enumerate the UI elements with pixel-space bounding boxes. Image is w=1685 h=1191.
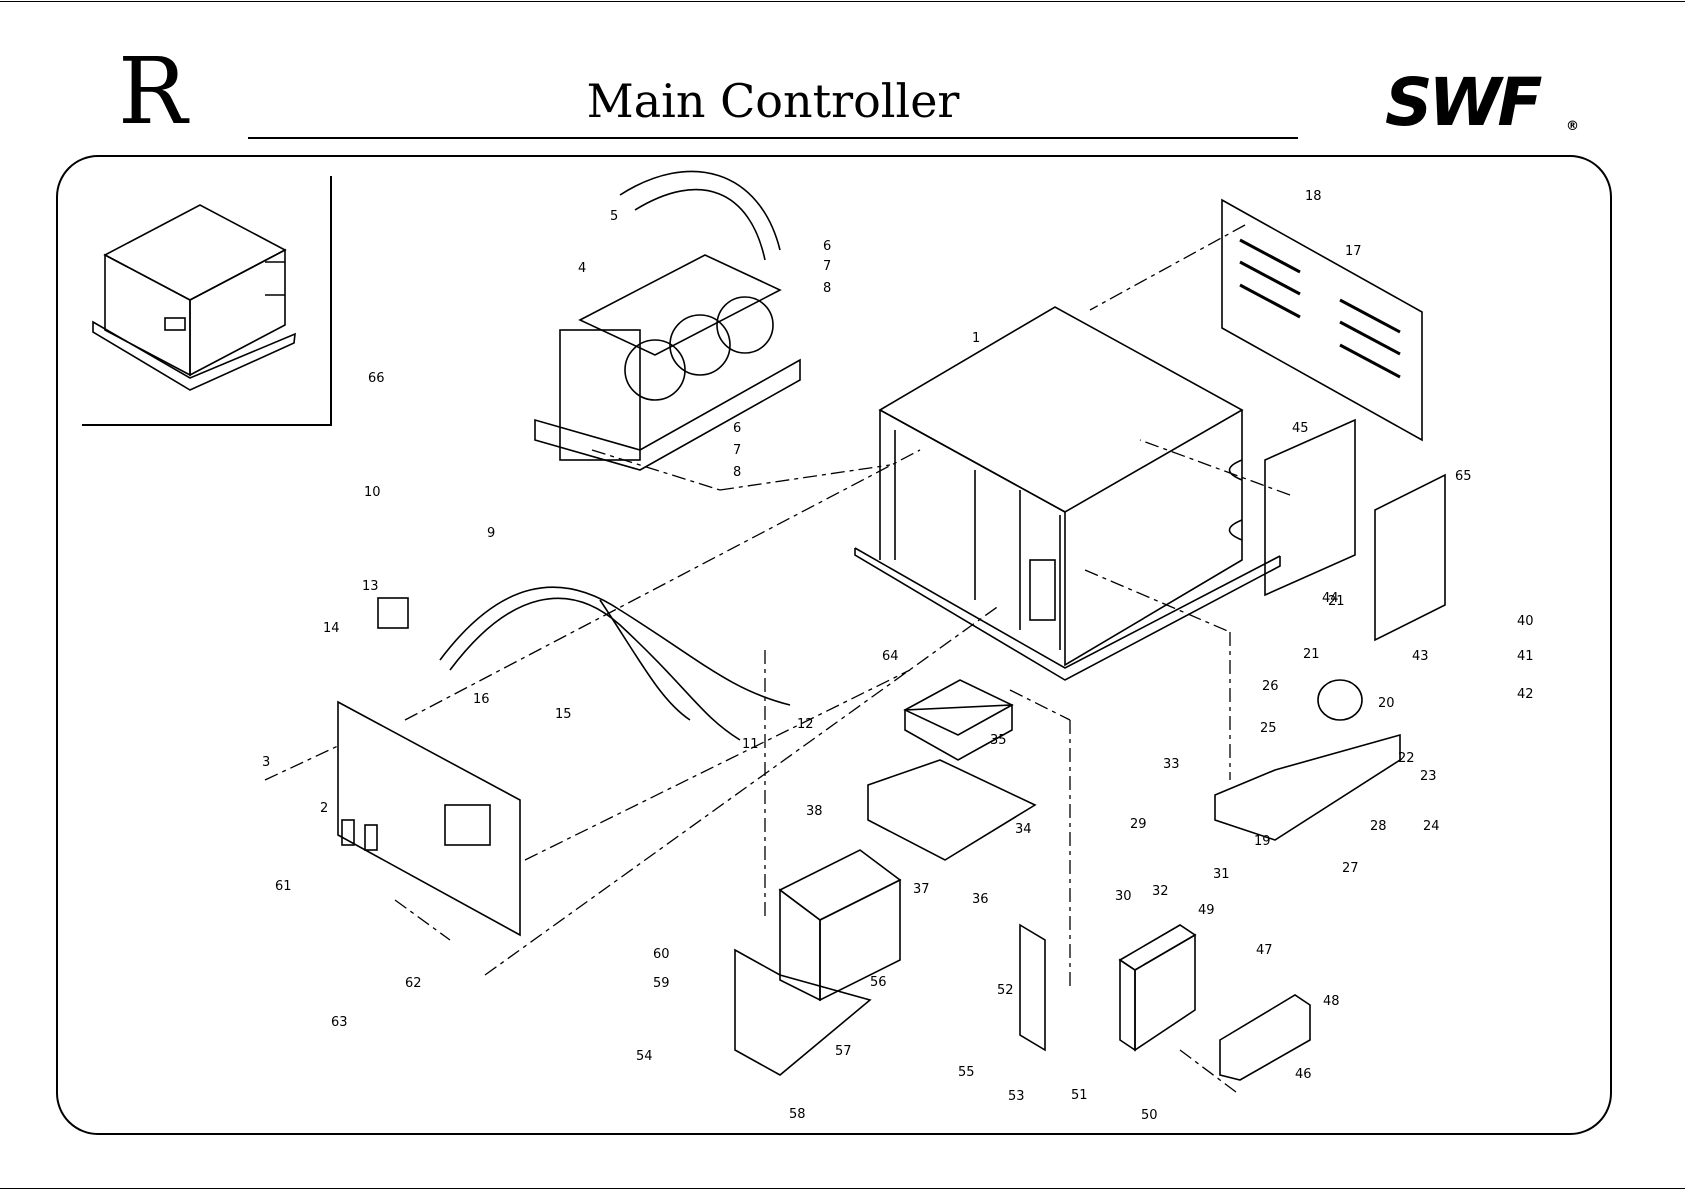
- callout-46: 46: [1295, 1068, 1312, 1081]
- callout-2: 2: [320, 802, 328, 815]
- callout-51: 51: [1071, 1089, 1088, 1102]
- callout-56: 56: [870, 976, 887, 989]
- callout-31: 31: [1213, 868, 1230, 881]
- callout-48: 48: [1323, 995, 1340, 1008]
- callout-54: 54: [636, 1050, 653, 1063]
- callout-59: 59: [653, 977, 670, 990]
- callout-66: 66: [368, 372, 385, 385]
- wire-harness-drawing: [378, 587, 790, 740]
- callout-26: 26: [1262, 680, 1279, 693]
- callout-6: 6: [823, 240, 831, 253]
- callout-44: 44: [1322, 592, 1339, 605]
- callout-6: 6: [733, 422, 741, 435]
- callout-10: 10: [364, 486, 381, 499]
- front-plate-drawing: [338, 702, 520, 935]
- callout-52: 52: [997, 984, 1014, 997]
- pcb-bracket-drawing: [868, 680, 1035, 860]
- callout-58: 58: [789, 1108, 806, 1121]
- callout-22: 22: [1398, 752, 1415, 765]
- callout-63: 63: [331, 1016, 348, 1029]
- assembled-unit-drawing: [93, 205, 295, 390]
- callout-43: 43: [1412, 650, 1429, 663]
- callout-16: 16: [473, 693, 490, 706]
- callout-38: 38: [806, 805, 823, 818]
- callout-23: 23: [1420, 770, 1437, 783]
- callout-9: 9: [487, 527, 495, 540]
- callout-21: 21: [1303, 648, 1320, 661]
- callout-32: 32: [1152, 885, 1169, 898]
- callout-4: 4: [578, 262, 586, 275]
- callout-65: 65: [1455, 470, 1472, 483]
- callout-25: 25: [1260, 722, 1277, 735]
- callout-40: 40: [1517, 615, 1534, 628]
- callout-1: 1: [972, 332, 980, 345]
- callout-19: 19: [1254, 835, 1271, 848]
- callout-28: 28: [1370, 820, 1387, 833]
- callout-33: 33: [1163, 758, 1180, 771]
- callout-42: 42: [1517, 688, 1534, 701]
- callout-45: 45: [1292, 422, 1309, 435]
- power-supply-drawing: [735, 850, 900, 1075]
- callout-61: 61: [275, 880, 292, 893]
- callout-55: 55: [958, 1066, 975, 1079]
- callout-11: 11: [742, 738, 759, 751]
- callout-60: 60: [653, 948, 670, 961]
- transformer-drawing: [535, 171, 800, 470]
- callout-62: 62: [405, 977, 422, 990]
- side-boards-drawing: [1215, 420, 1445, 840]
- callout-18: 18: [1305, 190, 1322, 203]
- callout-8: 8: [823, 282, 831, 295]
- callout-47: 47: [1256, 944, 1273, 957]
- callout-17: 17: [1345, 245, 1362, 258]
- callout-30: 30: [1115, 890, 1132, 903]
- callout-34: 34: [1015, 823, 1032, 836]
- callout-3: 3: [262, 756, 270, 769]
- callout-13: 13: [362, 580, 379, 593]
- callout-36: 36: [972, 893, 989, 906]
- callout-50: 50: [1141, 1109, 1158, 1122]
- callout-7: 7: [733, 444, 741, 457]
- callout-37: 37: [913, 883, 930, 896]
- callout-41: 41: [1517, 650, 1534, 663]
- callout-35: 35: [990, 734, 1007, 747]
- callout-5: 5: [610, 210, 618, 223]
- back-cover-drawing: [1222, 200, 1422, 440]
- callout-27: 27: [1342, 862, 1359, 875]
- callout-12: 12: [797, 718, 814, 731]
- callout-7: 7: [823, 260, 831, 273]
- callout-49: 49: [1198, 904, 1215, 917]
- callout-14: 14: [323, 622, 340, 635]
- callout-29: 29: [1130, 818, 1147, 831]
- callout-24: 24: [1423, 820, 1440, 833]
- callout-15: 15: [555, 708, 572, 721]
- main-housing-drawing: [855, 307, 1280, 680]
- callout-64: 64: [882, 650, 899, 663]
- callout-20: 20: [1378, 697, 1395, 710]
- callout-57: 57: [835, 1045, 852, 1058]
- assembly-leader-lines: [265, 225, 1290, 1095]
- callout-53: 53: [1008, 1090, 1025, 1103]
- callout-8: 8: [733, 466, 741, 479]
